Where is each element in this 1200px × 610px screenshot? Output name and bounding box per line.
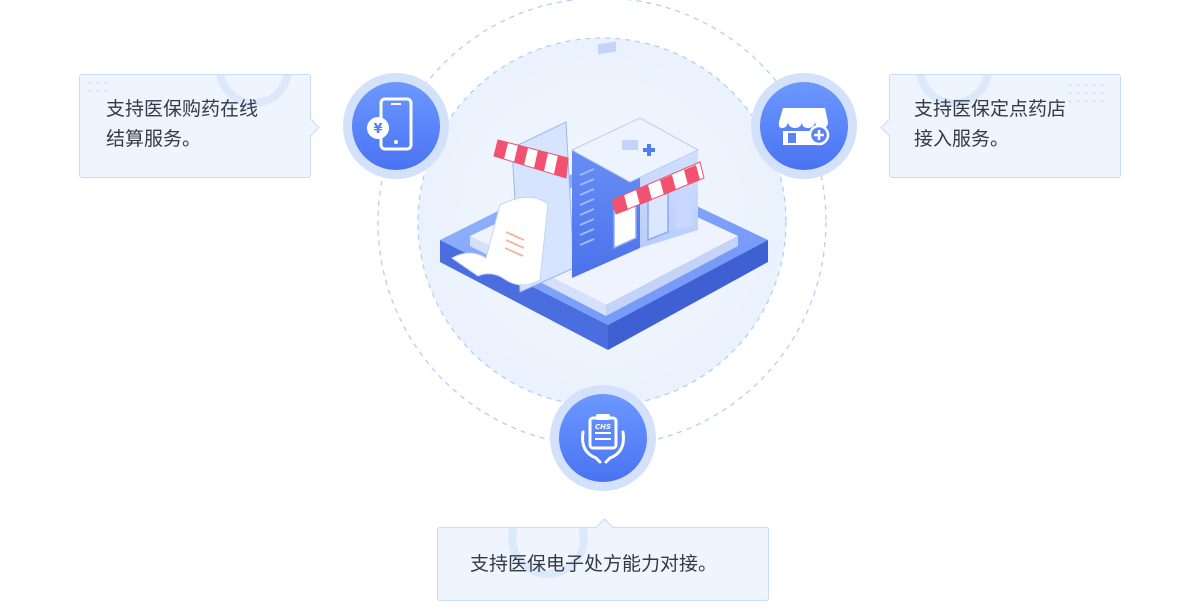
- mobile-payment-yuan-icon: ¥: [367, 97, 413, 151]
- svg-text:¥: ¥: [373, 122, 382, 137]
- e-prescription-clipboard-icon: CHS: [581, 414, 625, 464]
- card-text-line: 结算服务。: [106, 128, 202, 150]
- chs-badge-text: CHS: [595, 423, 611, 431]
- isometric-pharmacy-building-illustration: [440, 41, 768, 350]
- mobile-payment-icon-badge: ¥: [343, 73, 449, 179]
- e-prescription-icon-badge: CHS: [550, 385, 656, 491]
- feature-card-pharmacy-access: 支持医保定点药店 接入服务。: [880, 74, 1121, 178]
- feature-card-e-prescription: 支持医保电子处方能力对接。: [437, 518, 769, 601]
- feature-card-online-settlement: 支持医保购药在线 结算服务。: [79, 74, 320, 178]
- card-text-line: 接入服务。: [914, 128, 1010, 150]
- card-text-line: 支持医保购药在线: [106, 98, 259, 120]
- pharmacy-store-plus-icon: [778, 108, 830, 146]
- card-text-line: 支持医保定点药店: [914, 98, 1067, 120]
- card-text-line: 支持医保电子处方能力对接。: [470, 553, 718, 575]
- pharmacy-store-icon-badge: [751, 73, 857, 179]
